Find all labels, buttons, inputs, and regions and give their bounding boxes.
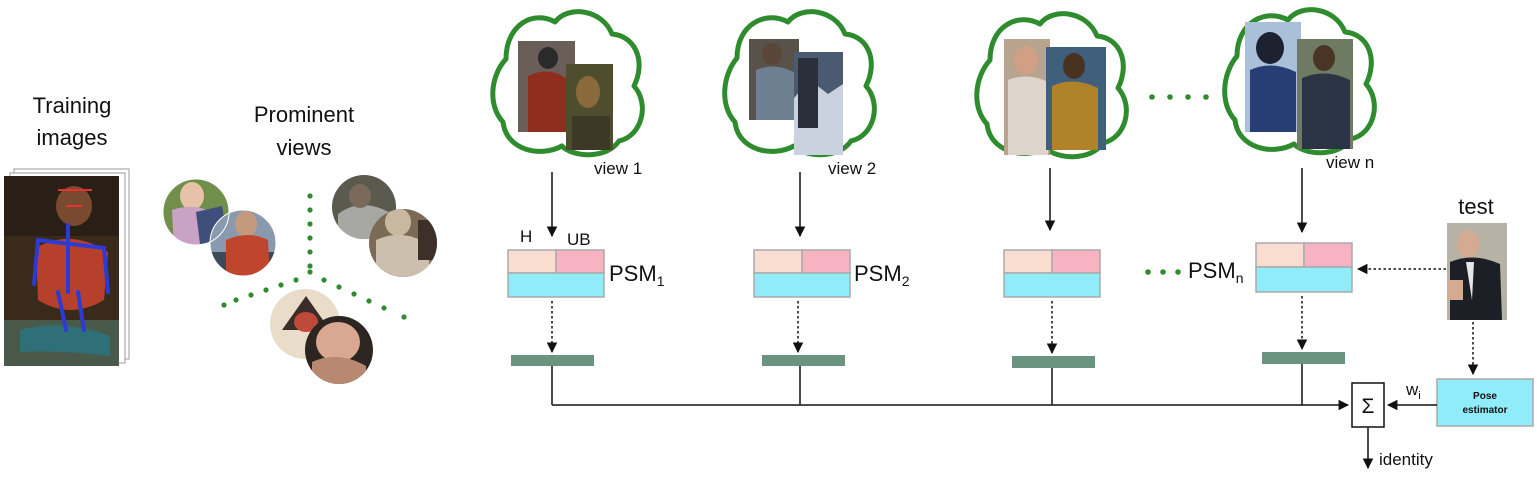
viewn-sample-photos	[1245, 22, 1353, 149]
head-part-label: H	[520, 227, 532, 246]
weight-label: wi	[1405, 380, 1421, 402]
view1-sample-photos	[518, 41, 613, 150]
view2-sample-photos	[749, 39, 843, 155]
training-images-label: Training images	[33, 93, 112, 150]
view-cluster-outline	[490, 9, 645, 158]
view-sample-photo	[305, 316, 373, 384]
sum-symbol: Σ	[1362, 395, 1375, 418]
feature-bar-n	[1262, 352, 1345, 364]
psm-label-1: PSM1	[609, 261, 665, 289]
prominent-label-line2: views	[276, 135, 331, 160]
cluster-to-psm-arrows	[546, 168, 1308, 238]
prominent-view-circles	[162, 175, 437, 384]
prominent-label-line1: Prominent	[254, 102, 354, 127]
pose-estimator-label-line2: estimator	[1462, 405, 1507, 416]
psm-ellipsis-dots	[1145, 269, 1181, 275]
identity-label: identity	[1379, 450, 1433, 469]
pose-estimator-box	[1436, 378, 1534, 427]
test-label: test	[1458, 194, 1493, 219]
feature-bar-1	[511, 355, 594, 366]
view-label-n: view n	[1326, 153, 1374, 172]
training-image-stack	[4, 168, 130, 366]
psm-box-2	[753, 249, 851, 298]
aggregation-lines	[551, 364, 1350, 411]
pose-estimator-label-line1: Pose	[1473, 391, 1497, 402]
psm-to-feature-arrows	[546, 296, 1308, 355]
view-cluster-outline	[1222, 7, 1377, 156]
view-sample-photo	[369, 209, 437, 277]
view-label-2: view 2	[828, 159, 876, 178]
view-label-1: view 1	[594, 159, 642, 178]
feature-bar-2	[762, 355, 845, 366]
view-separator-dots	[221, 193, 407, 320]
training-label-line2: images	[37, 125, 108, 150]
prominent-views-label: Prominent views	[254, 102, 354, 160]
cluster-ellipsis-dots	[1149, 94, 1209, 100]
view3-sample-photos	[1004, 39, 1106, 155]
view-cluster-outline	[974, 11, 1129, 160]
feature-bar-3	[1012, 356, 1095, 368]
training-label-line1: Training	[33, 93, 112, 118]
psm-label-2: PSM2	[854, 261, 910, 289]
psm-box-n	[1255, 242, 1353, 293]
psm-label-n: PSMn	[1188, 258, 1243, 286]
feature-vectors	[511, 352, 1345, 368]
pose-skeleton	[32, 223, 110, 332]
psm-box-3	[1003, 249, 1101, 298]
upper-body-part-label: UB	[567, 230, 591, 249]
test-photo	[1447, 223, 1507, 320]
view-cluster-outline	[722, 9, 877, 158]
psm-box-1	[507, 249, 605, 298]
